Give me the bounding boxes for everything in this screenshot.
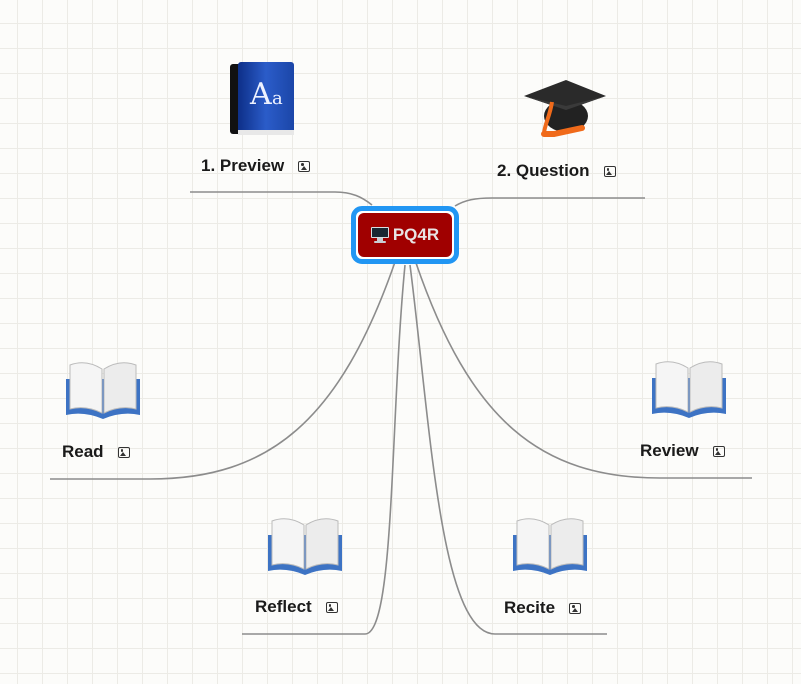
open-book-icon	[513, 518, 587, 575]
root-node-body: PQ4R	[358, 213, 452, 257]
node-review[interactable]: Review	[640, 441, 725, 461]
image-icon[interactable]	[117, 446, 130, 458]
image-icon[interactable]	[325, 601, 338, 613]
desktop-computer-icon	[370, 227, 389, 243]
open-book-icon	[652, 361, 726, 418]
link-read	[50, 261, 396, 480]
node-preview-label: 1. Preview	[201, 156, 285, 175]
svg-text:A: A	[249, 77, 272, 112]
node-recite[interactable]: Recite	[504, 598, 582, 618]
node-preview[interactable]: 1. Preview	[201, 156, 311, 176]
link-recite	[409, 264, 607, 635]
dictionary-book-icon: A a	[230, 62, 294, 135]
open-book-icon	[268, 518, 342, 575]
svg-text:a: a	[272, 88, 283, 109]
link-reflect	[242, 264, 406, 635]
node-recite-label: Recite	[504, 598, 556, 617]
node-question-label: 2. Question	[497, 161, 590, 180]
image-icon[interactable]	[603, 165, 616, 177]
open-book-icon	[66, 362, 140, 419]
image-icon[interactable]	[712, 445, 725, 457]
link-preview	[190, 191, 373, 206]
link-question	[454, 197, 645, 207]
graduation-cap-icon	[524, 80, 606, 137]
node-reflect[interactable]: Reflect	[255, 597, 338, 617]
link-review	[415, 262, 752, 479]
root-node[interactable]: PQ4R	[351, 206, 459, 264]
node-reflect-label: Reflect	[255, 597, 312, 616]
root-label: PQ4R	[392, 225, 440, 244]
image-icon[interactable]	[298, 160, 311, 172]
node-question[interactable]: 2. Question	[497, 161, 616, 181]
image-icon[interactable]	[569, 602, 582, 614]
node-read[interactable]: Read	[62, 442, 130, 462]
node-review-label: Review	[640, 441, 699, 460]
node-read-label: Read	[62, 442, 104, 461]
